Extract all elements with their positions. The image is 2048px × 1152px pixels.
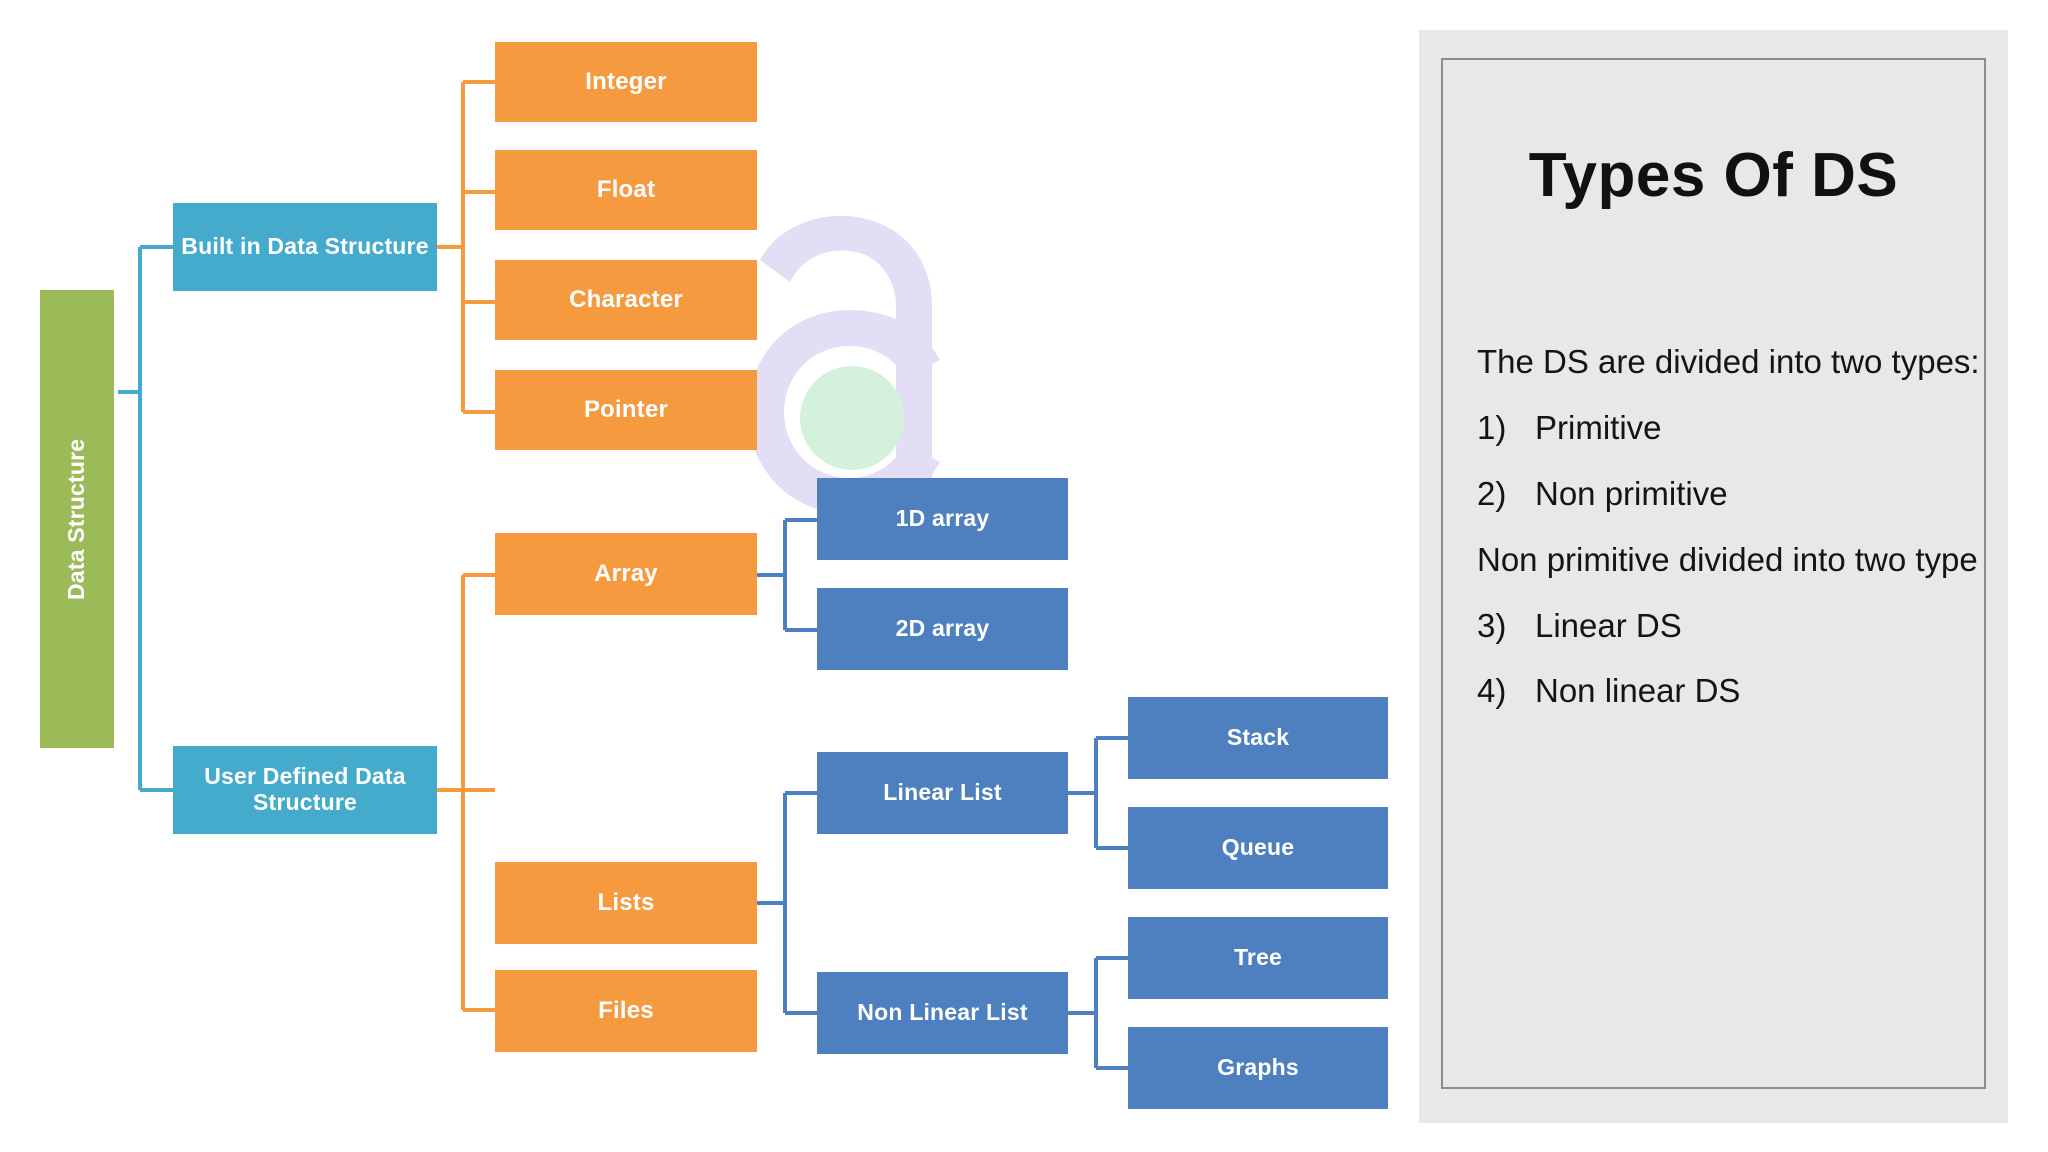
list-item: 1) Primitive <box>1477 406 1986 450</box>
list-item-number: 4) <box>1477 672 1507 710</box>
node-tree[interactable]: Tree <box>1128 917 1388 999</box>
node-built-in-data-structure[interactable]: Built in Data Structure <box>173 203 437 291</box>
node-float[interactable]: Float <box>495 150 757 230</box>
node-integer[interactable]: Integer <box>495 42 757 122</box>
node-graphs[interactable]: Graphs <box>1128 1027 1388 1109</box>
node-pointer[interactable]: Pointer <box>495 370 757 450</box>
list-item: 4) Non linear DS <box>1477 669 1986 713</box>
node-user-defined-data-structure[interactable]: User Defined Data Structure <box>173 746 437 834</box>
info-panel-border <box>1441 58 1986 1089</box>
node-linear-list[interactable]: Linear List <box>817 752 1068 834</box>
list-item-label: Primitive <box>1535 408 1662 446</box>
info-panel: Types Of DS The DS are divided into two … <box>1419 30 2008 1123</box>
list-item: 2) Non primitive <box>1477 472 1986 516</box>
list-item-number: 2) <box>1477 474 1507 512</box>
node-lists[interactable]: Lists <box>495 862 757 944</box>
node-2d-array[interactable]: 2D array <box>817 588 1068 670</box>
connector-lines <box>118 80 1128 1070</box>
panel-intro-text: The DS are divided into two types: <box>1477 343 1980 380</box>
list-item-number: 1) <box>1477 408 1507 446</box>
list-item-label: Non linear DS <box>1535 672 1741 710</box>
node-array[interactable]: Array <box>495 533 757 615</box>
node-non-linear-list[interactable]: Non Linear List <box>817 972 1068 1054</box>
node-stack[interactable]: Stack <box>1128 697 1388 779</box>
node-data-structure[interactable]: Data Structure <box>40 290 114 748</box>
panel-body: The DS are divided into two types: 1) Pr… <box>1477 340 1986 735</box>
node-files[interactable]: Files <box>495 970 757 1052</box>
node-1d-array[interactable]: 1D array <box>817 478 1068 560</box>
list-item-number: 3) <box>1477 606 1507 644</box>
list-item: 3) Linear DS <box>1477 604 1986 648</box>
panel-mid-text: Non primitive divided into two type <box>1477 540 1978 578</box>
list-item-label: Linear DS <box>1535 606 1682 644</box>
list-item-label: Non primitive <box>1535 474 1728 512</box>
panel-title: Types Of DS <box>1528 141 1899 210</box>
node-queue[interactable]: Queue <box>1128 807 1388 889</box>
node-character[interactable]: Character <box>495 260 757 340</box>
